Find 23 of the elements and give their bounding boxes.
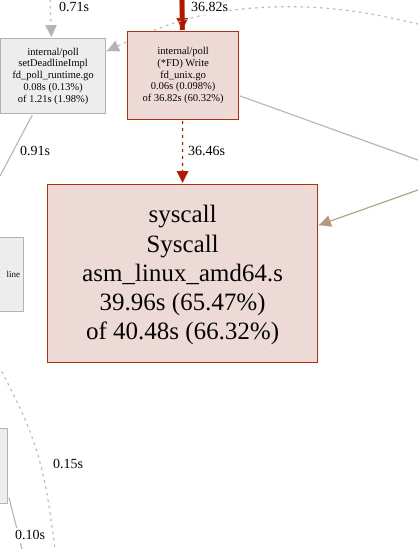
function-label: asm_linux_amd64.s: [82, 258, 283, 288]
function-box: [47, 184, 318, 363]
connector-line: [240, 95, 418, 161]
arrow: [176, 0, 188, 30]
function-label: 0.08s (0.13%): [23, 82, 83, 94]
edge-label: 0.10s: [14, 528, 46, 544]
arrow: [318, 189, 418, 227]
arrow: [45, 0, 57, 38]
function-label: syscall Syscall: [145, 200, 220, 259]
function-label: of 40.48s (66.32%): [86, 317, 280, 347]
function-label: of 1.21s (1.98%): [18, 94, 88, 106]
function-label: fd_unix.go: [160, 70, 206, 82]
function-label: 39.96s (65.47%): [100, 288, 266, 318]
function-label: of 36.82s (60.32%): [142, 93, 224, 105]
function-box: [127, 31, 239, 120]
function-label: line: [6, 270, 20, 280]
arrow: [176, 121, 189, 183]
function-label: 0.06s (0.098%): [150, 81, 216, 94]
function-box: [0, 38, 106, 114]
edge-label: 36.82s: [190, 0, 229, 16]
function-label: fd_poll_runtime.go: [12, 70, 94, 82]
connector-line: [0, 114, 33, 176]
function-box: [0, 237, 24, 312]
